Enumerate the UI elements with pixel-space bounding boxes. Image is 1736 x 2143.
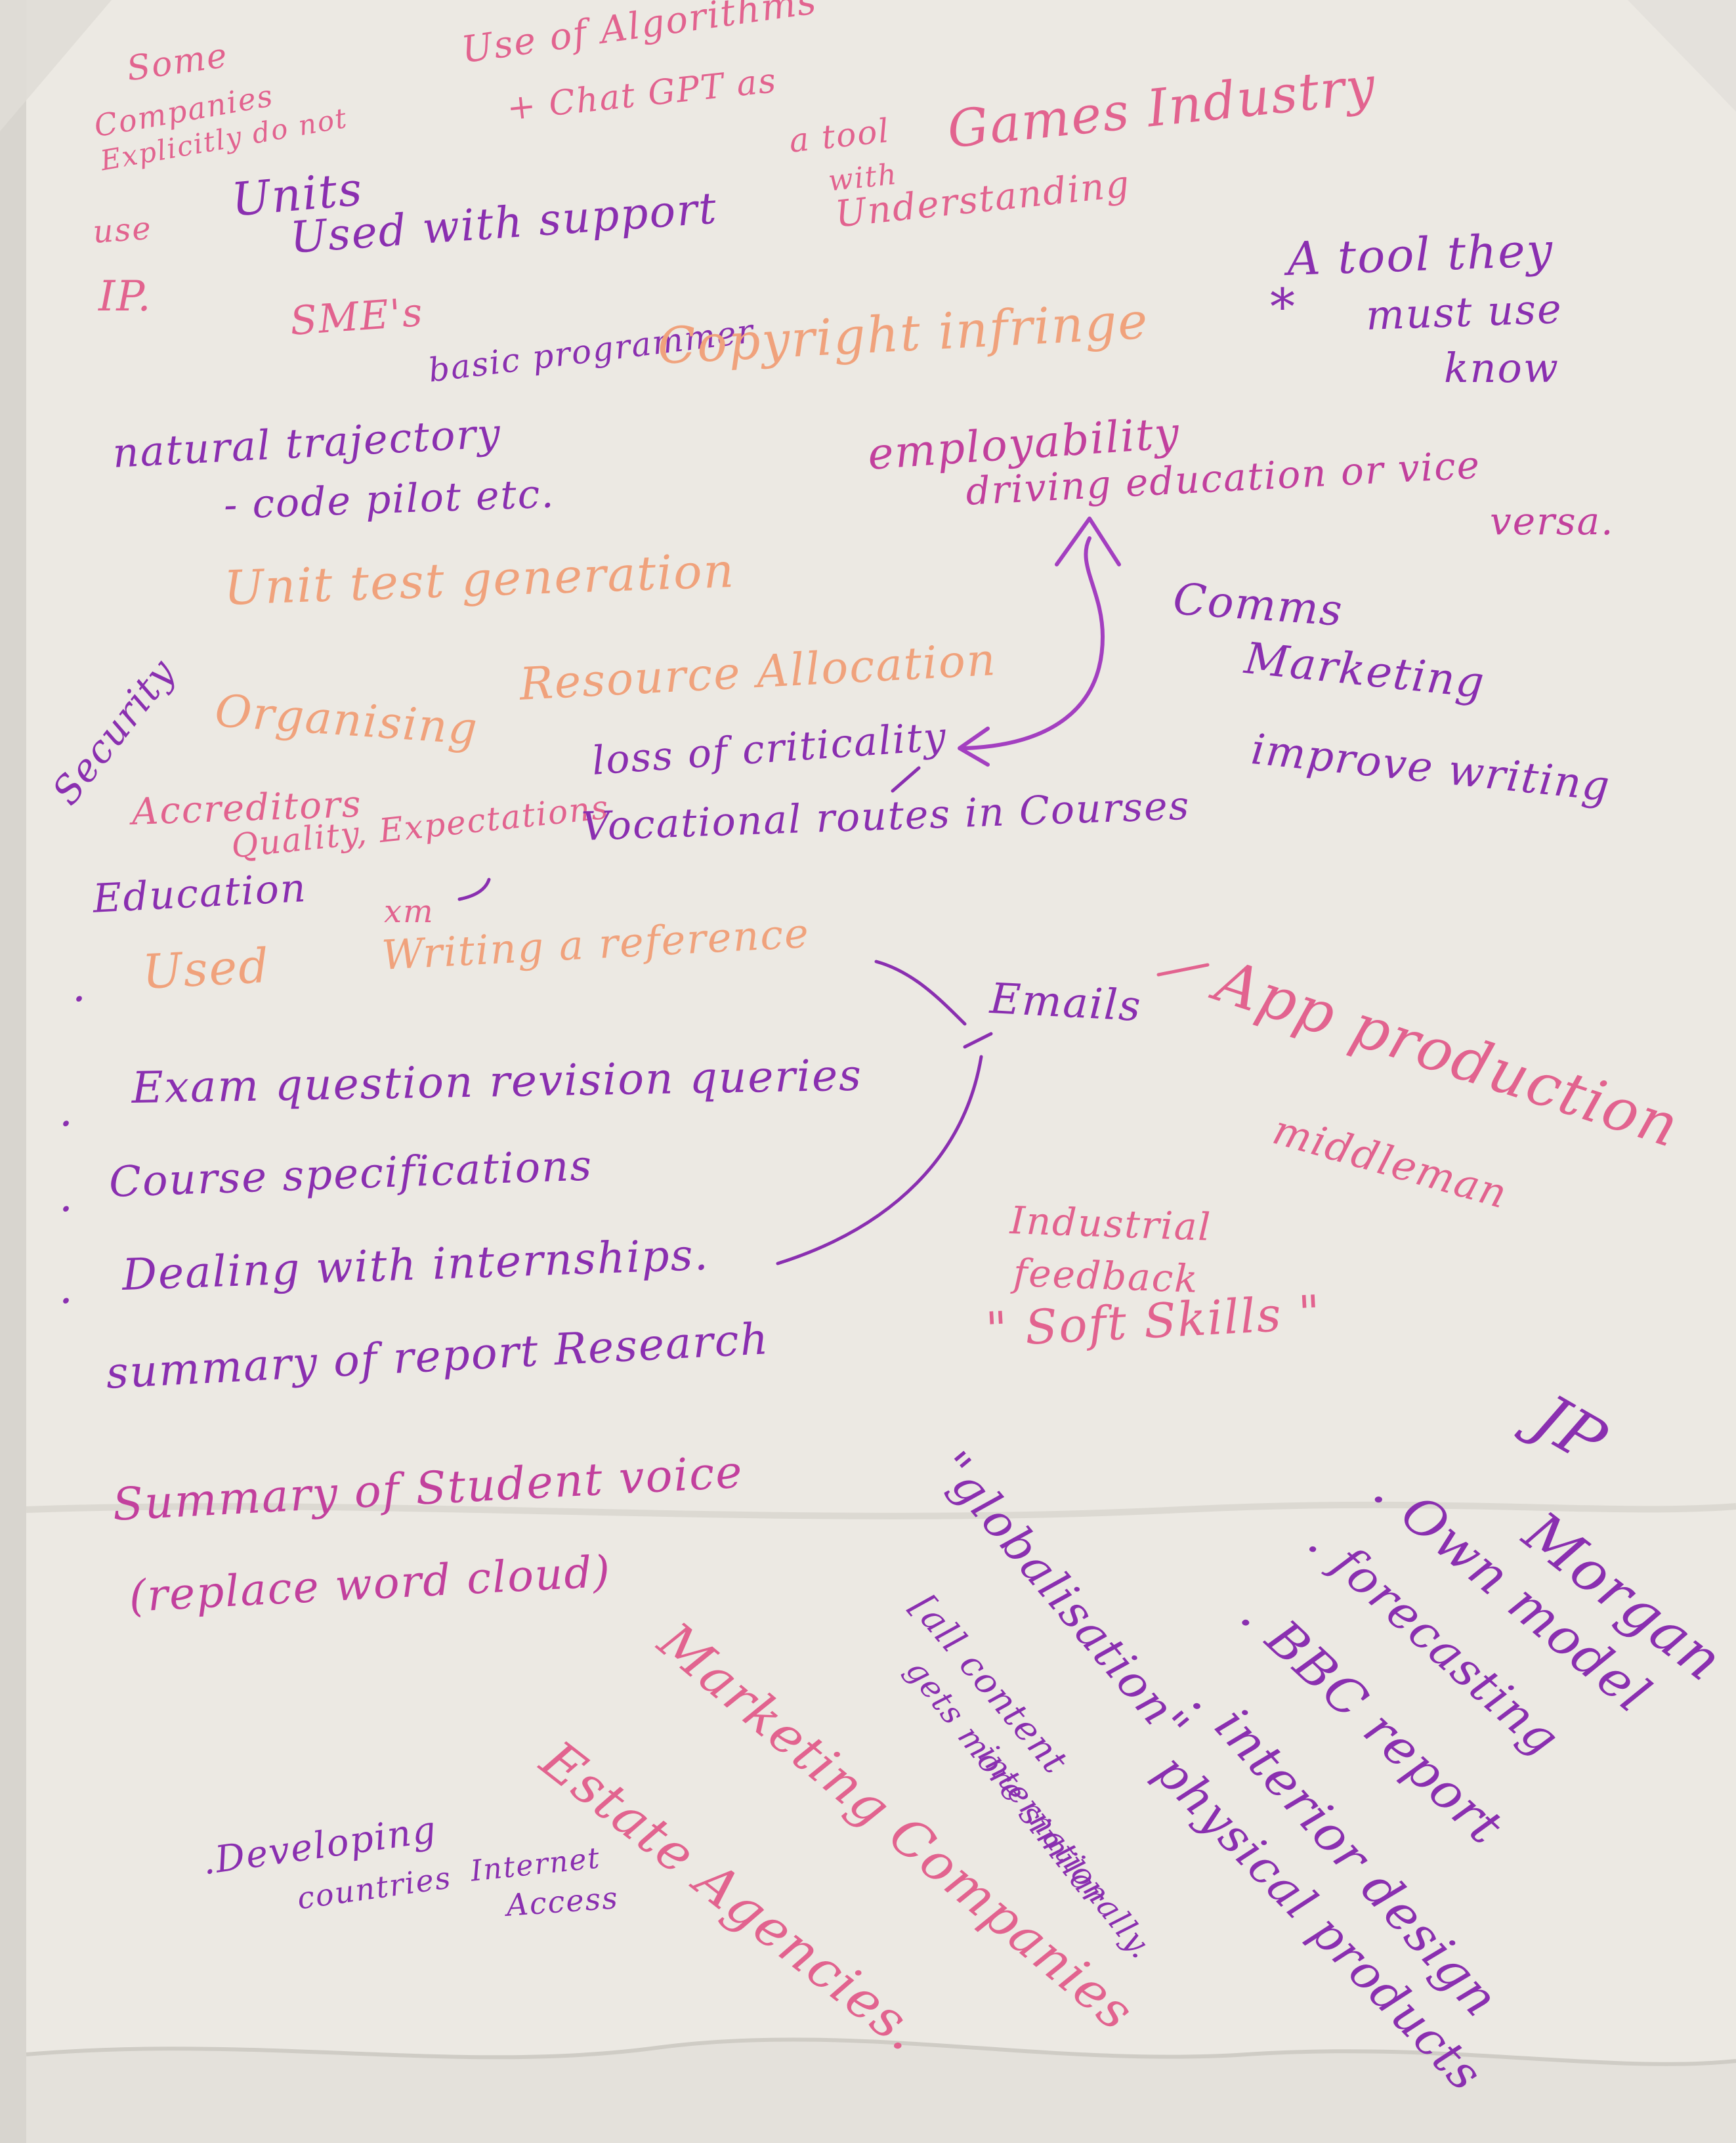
paper-sheet xyxy=(26,0,1736,2143)
note-used: Used xyxy=(140,937,272,1000)
tape-corner-right xyxy=(1628,0,1736,112)
connector-writing-emails xyxy=(874,960,967,1026)
paper-edge-shadow xyxy=(0,0,26,2143)
note-smes: SME's xyxy=(288,289,425,345)
note-xm: xm xyxy=(384,893,434,930)
note-feedback: feedback xyxy=(1012,1250,1200,1302)
bullet-dealing: . xyxy=(59,1263,74,1313)
note-industrial: Industrial xyxy=(1009,1198,1213,1250)
note-use: use xyxy=(91,209,154,251)
connector-emails-internships xyxy=(776,1055,983,1265)
paper-crease xyxy=(26,1501,1736,1519)
note-tool-they: A tool they xyxy=(1286,223,1555,286)
note-emails: Emails xyxy=(988,975,1143,1032)
torn-edge xyxy=(26,2039,1736,2143)
note-education: Education xyxy=(91,864,308,922)
connector-loss-vocational xyxy=(891,766,921,793)
note-versa: versa. xyxy=(1490,499,1615,543)
note-asterisk: * xyxy=(1270,278,1296,336)
note-know: know xyxy=(1444,344,1559,392)
note-ip: IP. xyxy=(98,272,152,321)
arrowhead-left xyxy=(958,727,990,767)
note-access: Access xyxy=(505,1880,620,1923)
note-code-pilot: - code pilot etc. xyxy=(222,471,556,528)
bullet-exam: . xyxy=(59,1086,74,1136)
arrowhead-up xyxy=(1055,517,1121,566)
tape-corner xyxy=(0,0,112,131)
connector-emails-app xyxy=(1156,963,1210,977)
arrow-loss-to-employability xyxy=(963,536,1105,750)
note-must-use: must use xyxy=(1365,284,1563,339)
torn-line xyxy=(26,2037,1736,2066)
note-comms: Comms xyxy=(1172,574,1345,636)
bullet-course: . xyxy=(59,1171,74,1221)
bullet-used: . xyxy=(72,961,87,1011)
connector-emails-exam xyxy=(963,1032,993,1049)
connector-xm xyxy=(457,878,491,901)
note-exam: Exam question revision queries xyxy=(131,1050,863,1113)
note-atool: a tool xyxy=(787,111,892,160)
